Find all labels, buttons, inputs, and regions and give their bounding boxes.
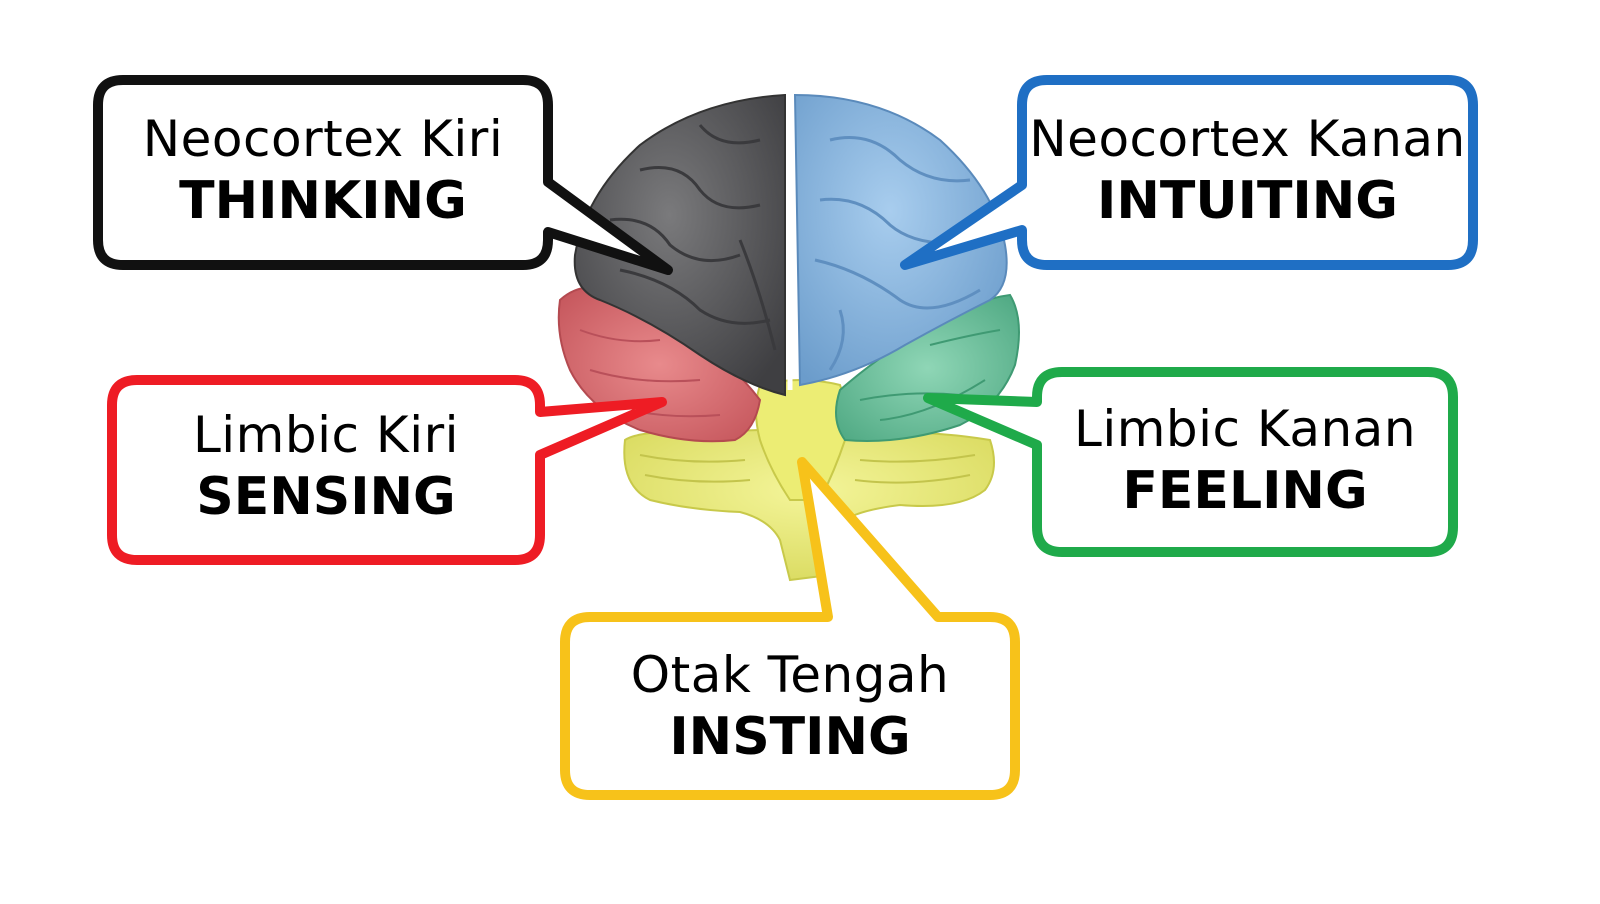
left-neocortex-label: Neocortex Kiri — [142, 110, 504, 168]
callout-insting-frame — [560, 457, 1020, 800]
right-limbic-label: Limbic Kanan — [1073, 400, 1417, 458]
callout-intuiting-text: Neocortex Kanan INTUITING — [1027, 112, 1468, 230]
callout-sensing-text: Limbic Kiri SENSING — [117, 408, 535, 526]
callout-thinking-text: Neocortex Kiri THINKING — [103, 112, 543, 230]
callout-insting — [560, 457, 1020, 800]
brain-illustration — [557, 92, 1020, 582]
callout-insting-text: Otak Tengah INSTING — [570, 648, 1010, 766]
left-neocortex-folds — [609, 124, 777, 351]
callout-feeling — [923, 367, 1458, 557]
callout-thinking — [93, 75, 673, 275]
left-neocortex-region — [573, 93, 786, 397]
callout-intuiting-frame — [900, 75, 1478, 270]
thinking-label: THINKING — [179, 171, 467, 231]
left-limbic-label: Limbic Kiri — [192, 406, 460, 464]
callout-thinking-frame — [93, 75, 673, 275]
callout-feeling-text: Limbic Kanan FEELING — [1042, 402, 1448, 520]
right-neocortex-region — [793, 93, 1008, 387]
midbrain-core — [755, 379, 848, 501]
cerebellum-folds — [639, 454, 976, 484]
right-neocortex-label: Neocortex Kanan — [1029, 110, 1466, 168]
midbrain-label: Otak Tengah — [630, 646, 950, 704]
intuiting-label: INTUITING — [1097, 171, 1398, 231]
callout-intuiting — [900, 75, 1478, 270]
callout-sensing-frame — [107, 375, 667, 565]
insting-label: INSTING — [669, 707, 911, 767]
sensing-label: SENSING — [196, 467, 456, 527]
feeling-label: FEELING — [1122, 461, 1368, 521]
callout-feeling-frame — [923, 367, 1458, 557]
callout-sensing — [107, 375, 667, 565]
